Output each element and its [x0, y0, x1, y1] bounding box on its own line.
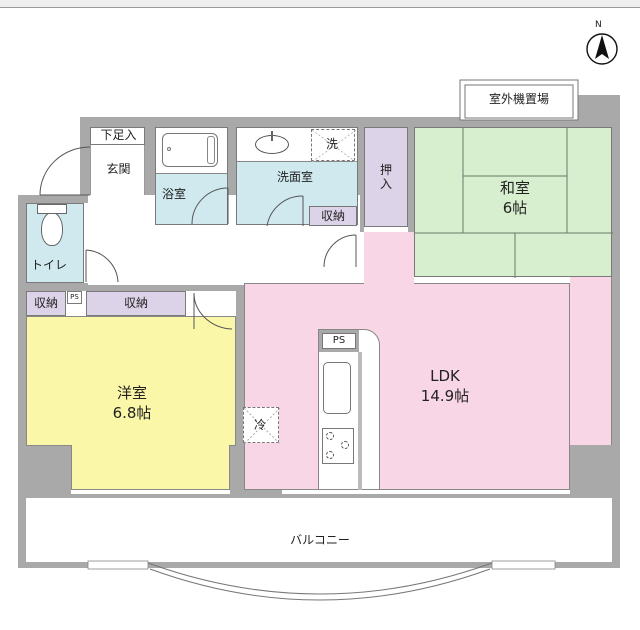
- japanese-room-label: 和室: [499, 179, 530, 197]
- storage-middle-label: 収納: [123, 296, 148, 310]
- compass-north-label: N: [595, 20, 602, 30]
- bathroom-label: 浴室: [162, 187, 187, 201]
- entrance-door[interactable]: [35, 145, 91, 197]
- japanese-room: 和室 6帖: [414, 127, 613, 278]
- kitchen-counter: PS: [318, 329, 380, 490]
- japanese-room-size: 6帖: [502, 199, 528, 217]
- washer-label: 洗: [326, 137, 339, 151]
- north-compass: N: [582, 20, 622, 68]
- closet-label: 押入: [379, 163, 392, 191]
- ldk-door[interactable]: [322, 233, 358, 269]
- ps-left: PS: [67, 291, 82, 304]
- washroom-door[interactable]: [265, 194, 305, 226]
- ldk: LDK 14.9帖: [244, 283, 570, 490]
- ldk-label: LDK: [430, 367, 460, 385]
- ps-kitchen-label: PS: [332, 335, 346, 346]
- outdoor-unit-label: 室外機置場: [488, 92, 549, 106]
- entrance: 玄関: [90, 145, 145, 195]
- toilet-label: トイレ: [31, 258, 68, 272]
- bathtub-icon: [162, 133, 218, 167]
- western-room-label: 洋室: [116, 384, 147, 402]
- bathroom: 浴室: [155, 127, 230, 226]
- western-room-lower: [71, 445, 230, 490]
- storage-left: 収納: [26, 291, 66, 316]
- ps-kitchen-box: PS: [319, 330, 359, 352]
- toilet-icon: [41, 212, 63, 246]
- toilet: トイレ: [26, 203, 84, 283]
- fridge-label: 冷: [254, 418, 267, 432]
- ldk-right: [570, 277, 612, 445]
- storage-middle: 収納: [86, 291, 186, 316]
- kitchen-sink-icon: [323, 362, 351, 414]
- stove-icon: [322, 428, 354, 464]
- tatami-lines: [415, 128, 613, 278]
- washer-space: 洗: [311, 129, 356, 162]
- shoe-storage-label: 下足入: [100, 128, 137, 142]
- ldk-size: 14.9帖: [420, 387, 470, 405]
- western-room-size: 6.8帖: [112, 404, 152, 422]
- western-room: 洋室 6.8帖: [26, 316, 236, 446]
- washroom-storage: 収納: [309, 206, 357, 226]
- window-top-bar: [0, 0, 640, 8]
- compass-arrow-icon: [586, 33, 618, 65]
- ps-left-label: PS: [70, 293, 79, 301]
- bathroom-door[interactable]: [190, 186, 230, 226]
- toilet-door[interactable]: [84, 248, 120, 284]
- balcony-label: バルコニー: [290, 533, 350, 547]
- fridge-space: 冷: [243, 407, 280, 444]
- washroom: 洗 洗面室 収納: [236, 127, 358, 226]
- washroom-storage-label: 収納: [320, 209, 345, 223]
- ldk-upper: [364, 232, 414, 284]
- entrance-label: 玄関: [106, 162, 131, 176]
- storage-left-label: 収納: [33, 296, 58, 310]
- closet: 押入: [364, 127, 408, 227]
- washroom-label: 洗面室: [277, 170, 314, 184]
- shoe-storage: 下足入: [90, 127, 145, 145]
- western-room-door[interactable]: [192, 291, 236, 331]
